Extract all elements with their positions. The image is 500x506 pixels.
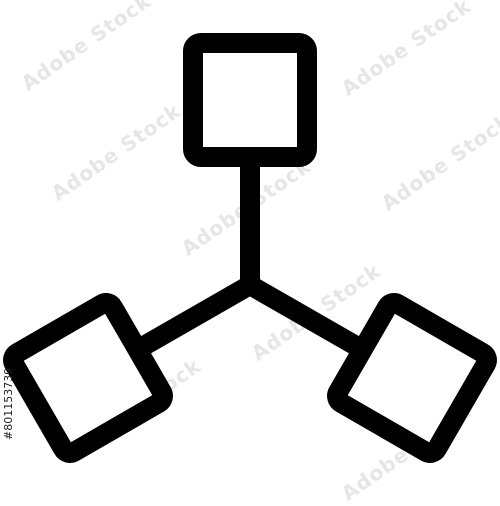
stock-id-label: #801153739 bbox=[2, 367, 15, 440]
left-node-square bbox=[3, 293, 173, 463]
connector-left-line bbox=[132, 275, 260, 357]
connector-right-line bbox=[240, 275, 368, 357]
right-node-square bbox=[327, 293, 497, 463]
top-node-square bbox=[183, 33, 317, 167]
connector-lines bbox=[132, 150, 368, 357]
